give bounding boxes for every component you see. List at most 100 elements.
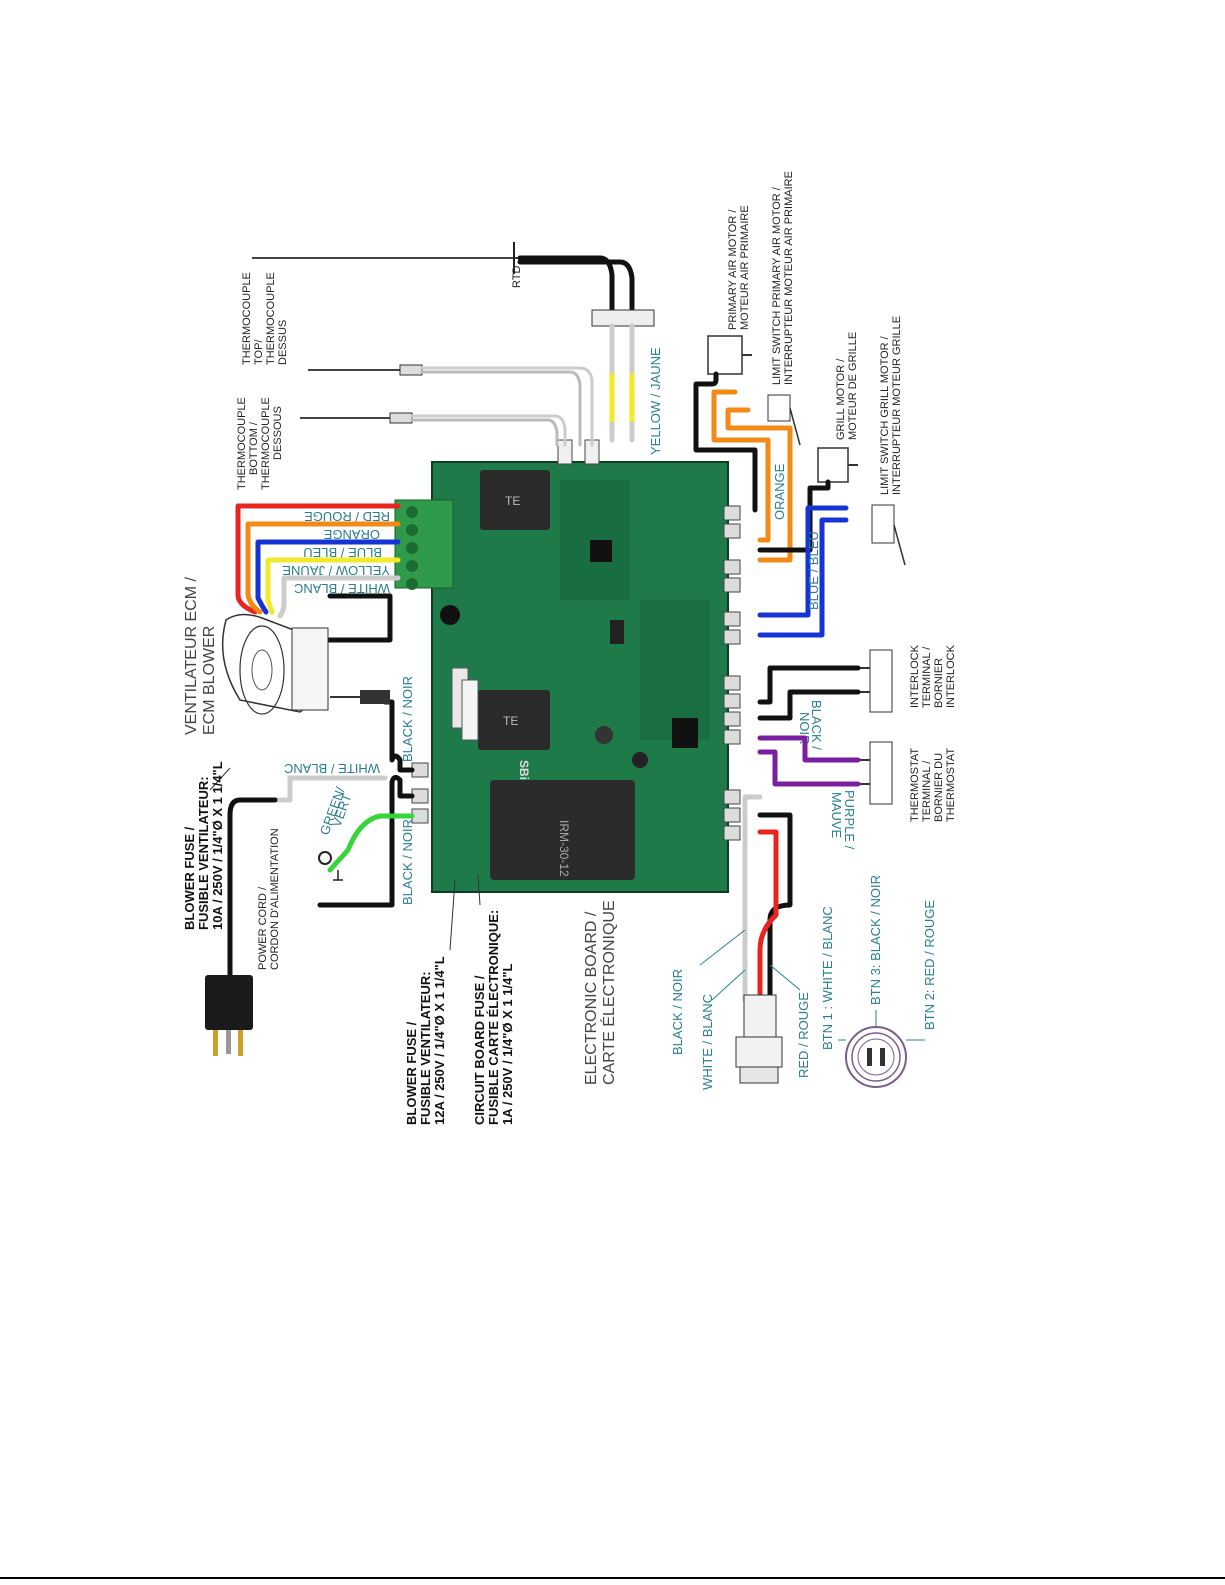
grill-motor-line1: GRILL MOTOR / [835,358,847,440]
grill-motor-line2: MOTEUR DE GRILLE [847,332,859,440]
relay-top [480,470,550,530]
electronic-board-line2: CARTE ÉLECTRONIQUE [599,900,618,1085]
button-harness: BLACK / NOIR WHITE / BLANC RED / ROUGE [670,794,811,1090]
thermocouple-bottom: THERMOCOUPLE BOTTOM / THERMOCOUPLE DESSO… [236,397,567,490]
white-blanc-button-label: WHITE / BLANC [700,994,715,1090]
ecm-blower: VENTILATEUR ECM / ECM BLOWER [183,577,329,735]
primary-limit-switch: LIMIT SWITCH PRIMARY AIR MOTOR / INTERRU… [767,171,801,446]
limit-switch-grill-line2: INTERRUPTEUR MOTEUR GRILLE [891,316,903,495]
limit-switch-primary-line2: INTERRUPTEUR MOTEUR AIR PRIMAIRE [783,171,795,385]
orange-label: ORANGE [772,463,787,520]
blue-bleu-label: BLUE / BLEU [806,531,821,610]
terminal-block-wires: RED / ROUGE ORANGE BLUE / BLEU YELLOW / … [235,503,401,663]
btn1-label: BTN 1 : WHITE / BLANC [820,906,835,1050]
blower-fuse-12a-label: BLOWER FUSE / FUSIBLE VENTILATEUR: 12A /… [404,879,456,1125]
svg-text:TE: TE [503,714,518,728]
tc-bottom-line4: DESSOUS [272,406,284,460]
ecm-blower-line2: ECM BLOWER [201,626,218,735]
blower-fuse-12a-line1: BLOWER FUSE / [404,1021,419,1125]
top-connectors [557,439,600,465]
svg-text:THERMOCOUPLE: THERMOCOUPLE [241,272,253,365]
right-connectors [723,505,741,841]
blower-fuse-10a-line3: 10A / 250V / 1/4"Ø X 1 1/4"L [210,761,225,930]
blower-fuse-10a-line2: FUSIBLE VENTILATEUR: [196,776,211,930]
button-connector [743,994,777,1038]
black-noir-top-label: BLACK / NOIR [400,676,415,762]
ground-lug [318,851,332,865]
grill-limit-switch: LIMIT SWITCH GRILL MOTOR / INTERRUPTEUR … [871,316,906,566]
power-plug [205,975,253,1030]
circuit-board-fuse-line3: 1A / 250V / 1/4"Ø X 1 1/4"L [500,964,515,1125]
power-cord-line1: POWER CORD / [257,886,269,970]
interlock-line3: BORNIER [933,658,945,708]
circuit-board-fuse-line2: FUSIBLE CARTE ÉLECTRONIQUE: [486,910,501,1125]
rtd-label: RTD [511,266,523,288]
purple-mauve-line1: PURPLE / [842,790,857,850]
tc-top-line3: THERMOCOUPLE [265,272,277,365]
black-noir-right-line1: BLACK / [809,700,824,750]
white-blanc-left-label: WHITE / BLANC [284,761,380,776]
blower-fuse-12a-line2: FUSIBLE VENTILATEUR: [418,971,433,1125]
power-supply-model: IRM-30-12 [557,820,571,877]
thermostat-line4: THERMOSTAT [945,748,957,822]
terminal-block [394,499,454,589]
tc-bottom-line2: BOTTOM / [248,421,260,475]
tc-top-line1: THERMOCOUPLE [241,272,253,365]
limit-switch-grill-line1: LIMIT SWITCH GRILL MOTOR / [879,335,891,495]
tc-top-line2: TOP/ [253,339,265,365]
svg-text:TE: TE [505,494,520,508]
tc-bottom-line3: THERMOCOUPLE [260,397,272,490]
left-connectors [411,762,429,824]
board-brand: SBi [517,760,531,780]
terminal-label-orange: ORANGE [323,527,380,542]
blower-fuse-12a-line3: 12A / 250V / 1/4"Ø X 1 1/4"L [432,956,447,1125]
thermocouple-top: THERMOCOUPLE TOP/ THERMOCOUPLE DESSUS [241,272,594,447]
interlock-terminal: INTERLOCK TERMINAL / BORNIER INTERLOCK B… [757,644,957,750]
circuit-board-fuse-label: CIRCUIT BOARD FUSE / FUSIBLE CARTE ÉLECT… [472,874,515,1125]
grill-motor: GRILL MOTOR / MOTEUR DE GRILLE [757,332,859,553]
electronic-board: TE TE IRM-30-12 SBi [394,439,741,893]
tc-top-line4: DESSUS [277,320,289,365]
btn3-label: BTN 3: BLACK / NOIR [868,875,883,1005]
thermostat-line3: BORNIER DU [933,753,945,822]
interlock-line1: INTERLOCK [909,644,921,708]
terminal-label-white: WHITE / BLANC [294,581,390,596]
purple-mauve-line2: MAUVE [829,792,844,839]
primary-air-motor-line2: MOTEUR AIR PRIMAIRE [739,205,751,330]
power-supply-module [490,780,635,880]
thermostat-line1: THERMOSTAT [909,748,921,822]
power-cord-line2: CORDON D'ALIMENTATION [269,828,281,970]
yellow-wires: YELLOW / JAUNE [609,323,663,455]
electronic-board-label: ELECTRONIC BOARD / CARTE ÉLECTRONIQUE [583,900,618,1085]
blue-wires: BLUE / BLEU [757,505,849,638]
black-noir-button-label: BLACK / NOIR [670,969,685,1055]
blower-fuse-10a-line1: BLOWER FUSE / [182,826,197,930]
interlock-line2: TERMINAL / [921,646,933,708]
thermostat-terminal: THERMOSTAT TERMINAL / BORNIER DU THERMOS… [757,735,957,850]
terminal-label-red: RED / ROUGE [304,509,390,524]
relay-bottom [478,690,550,750]
red-rouge-button-label: RED / ROUGE [796,992,811,1078]
circuit-board-fuse-line1: CIRCUIT BOARD FUSE / [472,975,487,1125]
capacitor [440,605,460,625]
primary-air-motor: PRIMARY AIR MOTOR / MOTEUR AIR PRIMAIRE [693,205,758,513]
blower-fuse-10a-label: BLOWER FUSE / FUSIBLE VENTILATEUR: 10A /… [182,761,231,930]
button-face: BTN 1 : WHITE / BLANC BTN 3: BLACK / NOI… [820,875,937,1088]
power-cord: POWER CORD / CORDON D'ALIMENTATION [205,797,281,1056]
thermostat-line2: TERMINAL / [921,760,933,822]
page-bottom-rule [0,1577,1225,1579]
terminal-label-yellow: YELLOW / JAUNE [282,563,390,578]
orange-wires: ORANGE [711,389,793,563]
ground-symbol [333,870,343,881]
yellow-jaune-label: YELLOW / JAUNE [648,347,663,455]
btn2-label: BTN 2: RED / ROUGE [922,900,937,1030]
board-fuse-2 [461,679,479,741]
rtd-probe: RTD [252,242,655,327]
tc-bottom-line1: THERMOCOUPLE [236,397,248,490]
black-noir-bottom-label: BLACK / NOIR [400,819,415,905]
primary-air-motor-line1: PRIMARY AIR MOTOR / [727,209,739,330]
interlock-line4: INTERLOCK [945,644,957,708]
limit-switch-primary-line1: LIMIT SWITCH PRIMARY AIR MOTOR / [771,186,783,385]
electronic-board-line1: ELECTRONIC BOARD / [583,911,600,1085]
